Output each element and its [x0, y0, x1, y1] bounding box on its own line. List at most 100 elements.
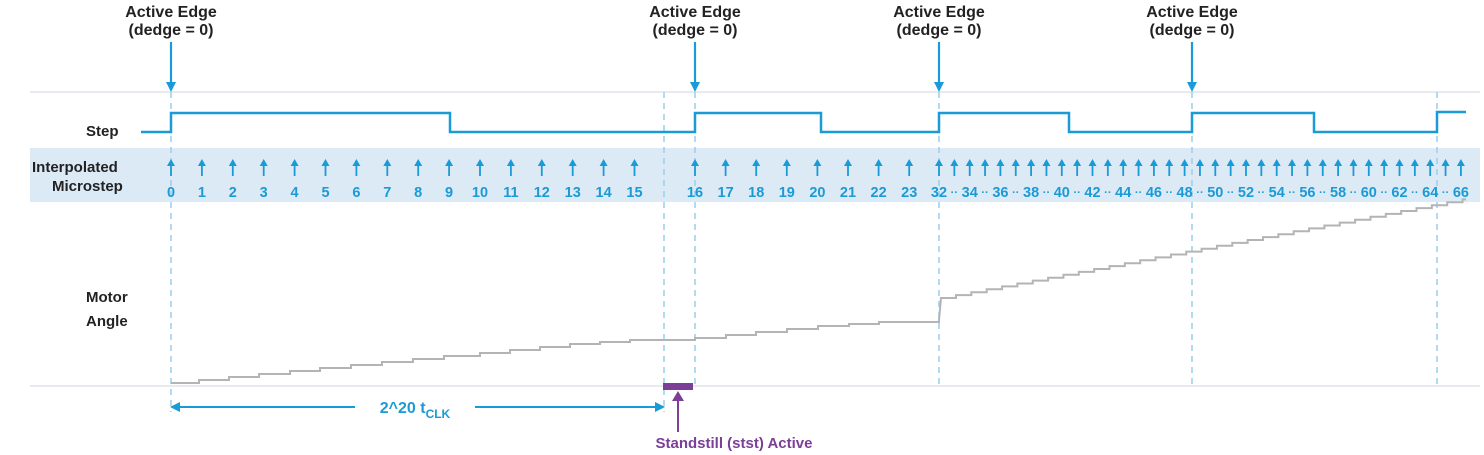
microstep-number: 48 — [1177, 185, 1193, 201]
microstep-number: 19 — [779, 185, 795, 201]
microstep-number: 46 — [1146, 185, 1162, 201]
microstep-number: 13 — [565, 185, 581, 201]
microstep-arrowhead — [568, 159, 577, 166]
microstep-row-label: Interpolated — [32, 159, 118, 176]
duration-label-backdrop — [355, 394, 475, 420]
microstep-number: 64 — [1422, 185, 1438, 201]
microstep-number: 1 — [198, 185, 206, 201]
microstep-arrowhead — [874, 159, 883, 166]
microstep-separator: ·· — [1073, 187, 1080, 199]
microstep-arrowhead — [935, 159, 943, 166]
guide-lines — [170, 92, 1438, 412]
microstep-number: 14 — [596, 185, 612, 201]
active-edge-sublabel: (dedge = 0) — [1150, 22, 1235, 39]
duration-label-base: 2^20 t — [380, 400, 426, 417]
microstep-separator: ·· — [1166, 187, 1173, 199]
microstep-arrowhead — [414, 159, 423, 166]
microstep-arrowhead — [1441, 159, 1450, 166]
microstep-separator: ·· — [1258, 187, 1265, 199]
standstill-arrowhead — [672, 391, 684, 401]
microstep-arrowhead — [630, 159, 639, 166]
microstep-separator: ·· — [1442, 187, 1449, 199]
microstep-number: 5 — [321, 185, 329, 201]
microstep-number: 12 — [534, 185, 550, 201]
microstep-number: 0 — [167, 185, 175, 201]
microstep-arrowhead — [290, 159, 299, 166]
microstep-number: 44 — [1115, 185, 1131, 201]
active-edge-3: Active Edge (dedge = 0) — [893, 4, 985, 92]
microstep-number: 38 — [1023, 185, 1039, 201]
motor-angle-row-label: Motor — [86, 289, 128, 306]
microstep-arrowhead — [537, 159, 546, 166]
microstep-arrowhead — [1272, 159, 1281, 166]
microstep-separator: ·· — [981, 187, 988, 199]
microstep-number: 15 — [626, 185, 642, 201]
microstep-arrowhead — [1165, 159, 1174, 166]
microstep-arrowhead — [1103, 159, 1112, 166]
active-edge-label: Active Edge — [1146, 4, 1238, 21]
microstep-number: 6 — [352, 185, 360, 201]
microstep-number: 20 — [809, 185, 825, 201]
duration-label: 2^20 tCLK — [380, 400, 451, 421]
microstep-arrowhead — [1318, 159, 1327, 166]
microstep-number: 52 — [1238, 185, 1254, 201]
microstep-arrowhead — [1134, 159, 1143, 166]
microstep-arrowhead — [1303, 159, 1312, 166]
microstep-number: 23 — [901, 185, 917, 201]
microstep-arrowhead — [1349, 159, 1358, 166]
microstep-arrowhead — [321, 159, 330, 166]
microstep-number: 7 — [383, 185, 391, 201]
microstep-number: 8 — [414, 185, 422, 201]
microstep-arrowhead — [844, 159, 852, 166]
microstep-number: 32 — [931, 185, 947, 201]
microstep-arrowhead — [905, 159, 914, 166]
microstep-separator: ·· — [1135, 187, 1142, 199]
microstep-arrowhead — [1195, 159, 1204, 166]
microstep-number: 21 — [840, 185, 856, 201]
motor-angle-row-label-line2: Angle — [86, 313, 128, 330]
microstep-arrowhead — [259, 159, 268, 166]
microstep-arrowhead — [1119, 159, 1128, 166]
microstep-separator: ·· — [1043, 187, 1050, 199]
microstep-number: 9 — [445, 185, 453, 201]
microstep-separator: ·· — [1104, 187, 1111, 199]
microstep-separator: ·· — [1319, 187, 1326, 199]
microstep-arrowhead — [965, 159, 974, 166]
microstep-arrowhead — [476, 159, 484, 166]
active-edge-2: Active Edge (dedge = 0) — [649, 4, 741, 92]
microstep-arrowhead — [950, 159, 959, 166]
microstep-arrowhead — [1456, 159, 1465, 166]
microstep-separator: ·· — [951, 187, 958, 199]
microstep-arrowhead — [1380, 159, 1389, 166]
microstep-arrowhead — [352, 159, 361, 166]
microstep-separator: ·· — [1380, 187, 1387, 199]
active-edge-4: Active Edge (dedge = 0) — [1146, 4, 1238, 92]
microstep-arrowhead — [813, 159, 822, 166]
active-edge-label: Active Edge — [125, 4, 217, 21]
motor-angle-trace — [171, 198, 1466, 384]
active-edge-sublabel: (dedge = 0) — [653, 22, 738, 39]
microstep-number: 40 — [1054, 185, 1070, 201]
microstep-arrowhead — [1073, 159, 1082, 166]
microstep-separator: ·· — [1411, 187, 1418, 199]
active-edge-1: Active Edge (dedge = 0) — [125, 4, 217, 92]
microstep-arrowhead — [981, 159, 990, 166]
microstep-arrowhead — [1410, 159, 1419, 166]
microstep-number: 11 — [503, 185, 518, 201]
microstep-arrowhead — [721, 159, 730, 166]
microstep-arrowhead — [1395, 159, 1404, 166]
microstep-number: 60 — [1361, 185, 1377, 201]
microstep-number: 18 — [748, 185, 764, 201]
microstep-number: 34 — [962, 185, 978, 201]
microstep-number: 62 — [1391, 185, 1407, 201]
microstep-arrowhead — [996, 159, 1005, 166]
standstill-bar — [663, 383, 693, 390]
microstep-number: 50 — [1207, 185, 1223, 201]
microstep-separator: ·· — [1012, 187, 1019, 199]
active-edge-label: Active Edge — [893, 4, 985, 21]
microstep-arrowhead — [691, 159, 699, 166]
microstep-number: 3 — [260, 185, 268, 201]
active-edge-sublabel: (dedge = 0) — [897, 22, 982, 39]
microstep-arrowhead — [1226, 159, 1235, 166]
